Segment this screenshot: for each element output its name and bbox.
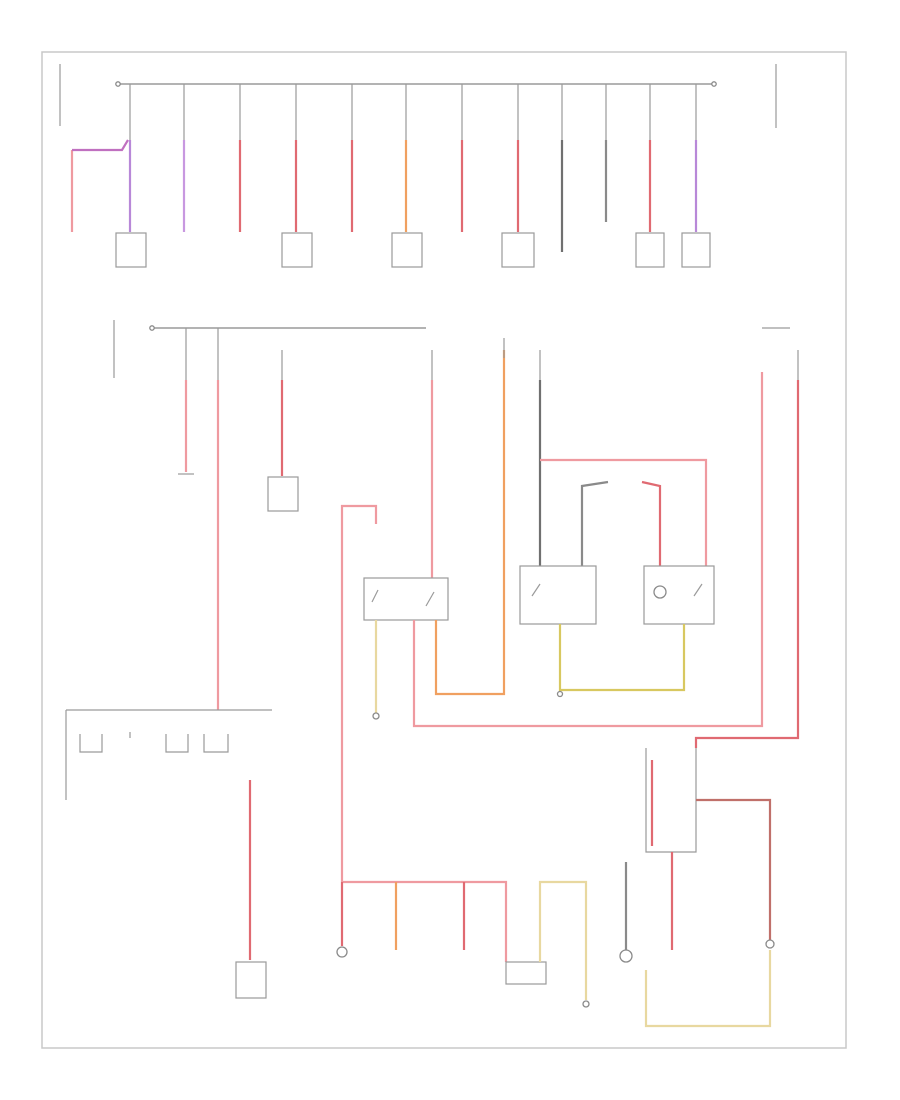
top-bus-right-terminal bbox=[711, 81, 717, 87]
right-switch-right-contact bbox=[693, 583, 703, 597]
middle-row-circuits bbox=[178, 328, 299, 710]
center-switch bbox=[363, 577, 449, 621]
wire-right-bottom-magenta bbox=[696, 798, 772, 940]
middle-bus-terminal bbox=[149, 325, 155, 331]
component-top-2 bbox=[115, 232, 147, 268]
right-switches-group bbox=[519, 327, 800, 748]
wire-bottom-bus bbox=[342, 880, 508, 962]
center-switch-contact-left bbox=[371, 589, 379, 603]
left-module-outline bbox=[65, 709, 272, 800]
component-top-9 bbox=[501, 232, 535, 268]
wire-left-loop bbox=[340, 504, 378, 882]
right-bottom-bracket bbox=[645, 748, 697, 853]
wire-right-far-feed bbox=[694, 380, 800, 748]
top-bus-left-terminal bbox=[115, 81, 121, 87]
left-module-cup-2 bbox=[165, 734, 189, 753]
top-fuse-bus bbox=[59, 64, 777, 128]
right-switch-left-contact bbox=[531, 583, 541, 597]
left-bottom-component bbox=[235, 961, 267, 999]
left-ground-module bbox=[65, 709, 272, 999]
wire-center-orange bbox=[434, 350, 506, 696]
wire-center-pink-return bbox=[412, 372, 764, 728]
component-mid-3 bbox=[267, 476, 299, 512]
wire-bottom-yellow bbox=[538, 880, 588, 1000]
left-module-cup-1 bbox=[79, 734, 103, 753]
right-switch-ground bbox=[556, 690, 564, 698]
component-top-5 bbox=[281, 232, 313, 268]
bottom-module bbox=[505, 961, 547, 985]
component-top-12 bbox=[635, 232, 665, 268]
center-switch-contact-right bbox=[425, 591, 435, 607]
bottom-ground bbox=[582, 1000, 590, 1008]
wire-top-1-jumper bbox=[72, 139, 129, 152]
right-switch-lamp bbox=[653, 585, 667, 599]
diagram-frame bbox=[41, 51, 847, 1049]
top-row-circuits bbox=[70, 84, 711, 268]
right-bottom-lamp bbox=[619, 949, 633, 963]
right-bottom-lamp-2 bbox=[765, 939, 775, 949]
wire-right-bottom-yellow bbox=[644, 950, 772, 1028]
right-switch-left bbox=[519, 565, 597, 625]
wire-right-arch-left bbox=[580, 480, 609, 566]
middle-fuse-bus bbox=[113, 320, 426, 378]
left-module-cup-3 bbox=[203, 734, 229, 753]
component-top-7 bbox=[391, 232, 423, 268]
center-switch-group bbox=[340, 338, 764, 882]
center-ground bbox=[372, 712, 380, 720]
wire-right-yellow-bottom bbox=[558, 624, 686, 692]
component-top-13 bbox=[681, 232, 711, 268]
bottom-loads bbox=[336, 748, 775, 1028]
wire-right-top-bridge bbox=[540, 458, 708, 566]
wire-right-arch-right bbox=[641, 480, 662, 566]
bottom-lamp-1 bbox=[336, 946, 348, 958]
